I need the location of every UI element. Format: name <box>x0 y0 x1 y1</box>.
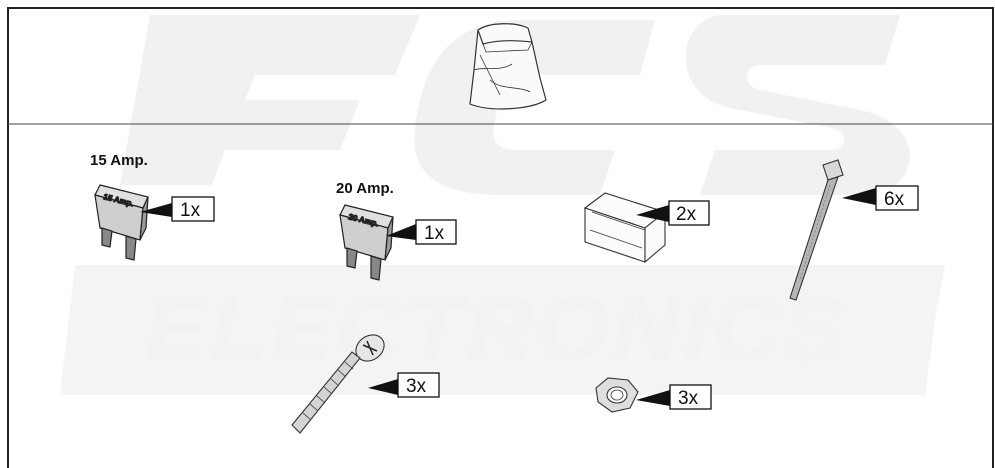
fuse-20-pointer <box>386 224 416 240</box>
screw-pointer <box>368 379 398 395</box>
nut-pointer <box>636 390 670 406</box>
fuse-15-pointer <box>140 203 172 217</box>
fuse-20-amp-label: 20 Amp. <box>336 180 394 197</box>
screw-icon <box>291 334 385 434</box>
fuse-20-qty: 1x <box>424 223 445 244</box>
clip-qty: 2x <box>676 204 697 225</box>
electronics-watermark-text: ELECTRONICS <box>145 278 848 380</box>
fuse-15-qty: 1x <box>180 200 201 221</box>
diagram-frame <box>7 7 994 468</box>
cable-tie-pointer <box>842 188 876 205</box>
fuse-20-qty-box <box>415 219 457 245</box>
nut-qty: 3x <box>678 388 699 409</box>
hex-nut-icon <box>595 377 639 413</box>
fuse-15-qty-box <box>171 196 215 222</box>
screw-qty: 3x <box>406 376 427 397</box>
ecs-logo-watermark <box>60 15 945 395</box>
fuse-clip-icon <box>583 192 667 264</box>
screw-qty-box <box>397 372 440 398</box>
cable-tie-qty-box <box>875 185 919 211</box>
parts-bag-icon <box>469 23 547 110</box>
cable-tie-qty: 6x <box>884 189 905 210</box>
watermark: ELECTRONICS <box>60 15 945 395</box>
cable-tie-icon <box>789 159 844 301</box>
fuse-20-amp-icon: 20 Amp. <box>339 204 394 281</box>
fuse-15-amp-icon: 15 Amp. <box>94 184 149 261</box>
clip-qty-box <box>668 200 710 226</box>
clip-pointer <box>636 205 669 222</box>
fuse-15-amp-label: 15 Amp. <box>90 152 148 169</box>
nut-qty-box <box>669 384 712 410</box>
